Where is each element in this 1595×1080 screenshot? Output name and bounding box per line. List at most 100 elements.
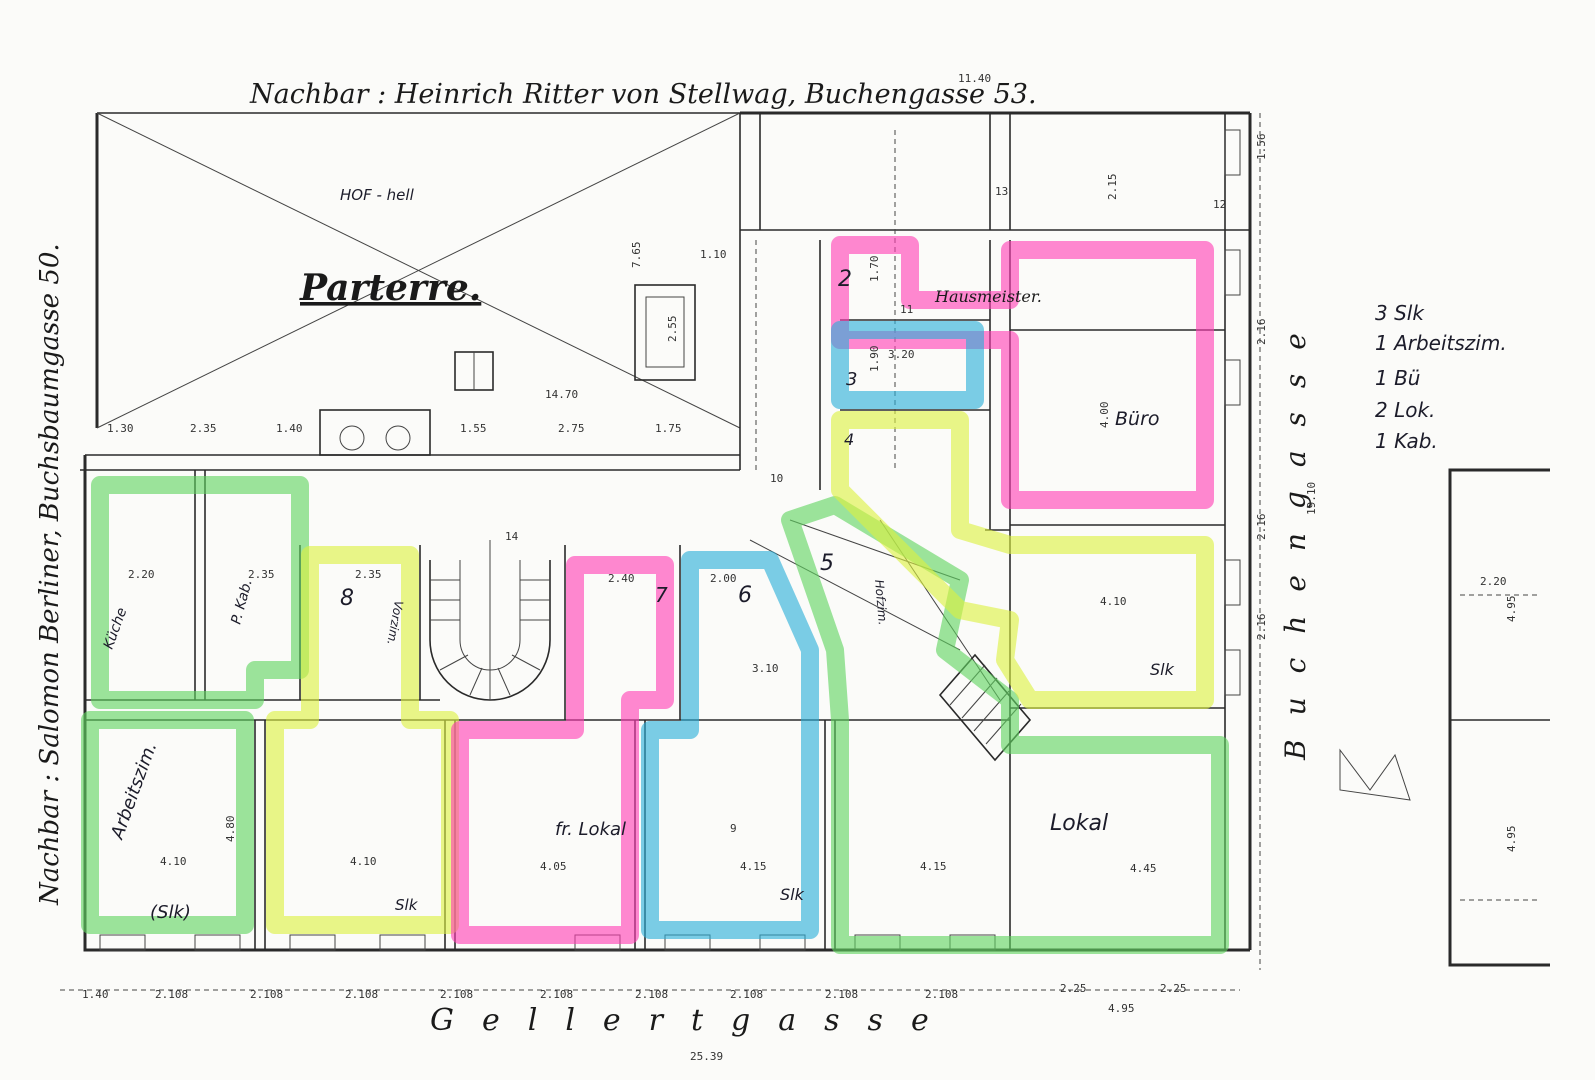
dim-label: 1.75 [655, 422, 682, 435]
courtyard-label: HOF - hell [340, 186, 415, 204]
dim-label: 2.108 [635, 988, 668, 1001]
room-number: 6 [738, 583, 752, 608]
dim-label: 4.95 [1505, 826, 1518, 853]
dim-label: 4.10 [1100, 595, 1127, 608]
dim-label: 2.15 [1106, 174, 1119, 201]
note-line-4: 2 Lok. [1375, 398, 1435, 422]
room-hausmeister: Hausmeister. [934, 287, 1042, 306]
top-width-dim: 11.40 [958, 72, 991, 85]
note-line-1: 3 Slk [1375, 301, 1425, 325]
annex-outline [1448, 468, 1550, 967]
dim-label: 4.10 [350, 855, 377, 868]
dim-label: 2.35 [355, 568, 382, 581]
dim-label: 4.05 [540, 860, 567, 873]
dim-label: 1.30 [107, 422, 134, 435]
dim-label: 2.16 [1255, 514, 1268, 541]
room-number: 12 [1213, 198, 1226, 211]
dim-label: 2.108 [925, 988, 958, 1001]
dim-label: 2.55 [666, 316, 679, 343]
dim-label: 1.10 [700, 248, 727, 261]
dim-label: 2.00 [710, 572, 737, 585]
dim-label: 2.108 [540, 988, 573, 1001]
dim-label: 2.108 [155, 988, 188, 1001]
dim-label: 2.35 [248, 568, 275, 581]
room-number: 7 [655, 583, 668, 607]
total-width-label: 25.39 [690, 1050, 723, 1063]
dim-label: 3.20 [888, 348, 915, 361]
plan-title: Parterre. [299, 267, 481, 309]
dimension-labels: 1.30 2.35 1.40 1.55 2.75 1.75 14.70 4.10… [82, 134, 1518, 1016]
room-kabinett: P. Kab. [228, 577, 255, 626]
highlight-blue-2 [641, 551, 819, 939]
street-windows [99, 129, 1241, 951]
note-line-2: 1 Arbeitszim. [1375, 331, 1507, 355]
dim-label: 2.108 [345, 988, 378, 1001]
dim-label: 2.108 [440, 988, 473, 1001]
dim-label: 2.108 [825, 988, 858, 1001]
dim-label: 1.90 [868, 346, 881, 373]
room-number: 8 [340, 586, 354, 611]
highlight-green-3 [781, 496, 1229, 954]
street-bottom-label: Gellertgasse [430, 1003, 957, 1038]
room-number: 11 [900, 303, 913, 316]
compass-scribble [1339, 748, 1411, 801]
room-sk-paren: (Slk) [150, 902, 191, 923]
room-number: 9 [730, 822, 737, 835]
room-hofzim: Hofzim. [872, 579, 890, 626]
highlight-markings [81, 236, 1229, 954]
highlight-blue-1 [831, 321, 984, 409]
highlight-pink-1 [831, 236, 1214, 509]
highlight-yellow-1 [266, 546, 459, 934]
dim-label: 4.95 [1505, 596, 1518, 623]
room-number: 4 [844, 430, 854, 449]
dim-label: 2.25 [1160, 982, 1187, 995]
highlight-pink-2 [451, 556, 674, 944]
room-number: 14 [505, 530, 519, 543]
dim-label: 14.70 [545, 388, 578, 401]
dim-label: 2.108 [730, 988, 763, 1001]
street-right-label: Buchengasse [1279, 309, 1312, 761]
note-line-3: 1 Bü [1375, 366, 1420, 390]
note-line-5: 1 Kab. [1375, 429, 1438, 453]
dim-label: 1.70 [868, 256, 881, 283]
spiral-staircase [429, 540, 551, 701]
dim-label: 4.95 [1108, 1002, 1135, 1015]
dim-label: 4.80 [224, 816, 237, 843]
room-number: 2 [838, 267, 852, 292]
room-number: 3 [846, 369, 857, 390]
room-number: 5 [820, 551, 834, 576]
neighbor-top-label: Nachbar : Heinrich Ritter von Stellwag, … [249, 79, 1037, 110]
dim-label: 19.10 [1305, 482, 1318, 515]
dim-label: 2.20 [128, 568, 155, 581]
dim-label: 1.40 [276, 422, 303, 435]
dim-label: 2.40 [608, 572, 635, 585]
dim-label: 4.00 [1098, 402, 1111, 429]
dim-label: 2.108 [250, 988, 283, 1001]
dim-label: 1.55 [460, 422, 487, 435]
highlight-yellow-2 [831, 411, 1214, 709]
room-sk-2: Slk [780, 885, 805, 904]
room-number: 10 [770, 472, 783, 485]
dim-label: 4.45 [1130, 862, 1157, 875]
handwritten-notes: 3 Slk 1 Arbeitszim. 1 Bü 2 Lok. 1 Kab. [1375, 301, 1507, 453]
room-sk-1: Slk [395, 896, 419, 914]
dim-label: 3.10 [752, 662, 779, 675]
neighbor-left-label: Nachbar : Salomon Berliner, Buchsbaumgas… [35, 243, 65, 906]
courtyard-details [319, 284, 696, 456]
dim-label: 7.65 [630, 242, 643, 269]
room-numbers: 2 3 4 5 6 7 8 9 10 11 12 13 14 [340, 185, 1226, 835]
room-lokal-right: Lokal [1050, 811, 1108, 836]
dim-label: 4.15 [920, 860, 947, 873]
dim-label: 1.56 [1255, 134, 1268, 161]
plan-labels: Parterre. HOF - hell Gellertgasse Buchen… [299, 186, 1312, 1063]
street-wing-walls [85, 470, 1010, 950]
room-arbeitszim: Arbeitszim. [107, 739, 162, 842]
dim-label: 4.15 [740, 860, 767, 873]
dim-label: 2.20 [1480, 575, 1507, 588]
dim-label: 4.10 [160, 855, 187, 868]
dim-label: 2.35 [190, 422, 217, 435]
interior-walls [739, 113, 1250, 950]
room-buero: Büro [1115, 408, 1160, 430]
dim-label: 1.40 [82, 988, 109, 1001]
